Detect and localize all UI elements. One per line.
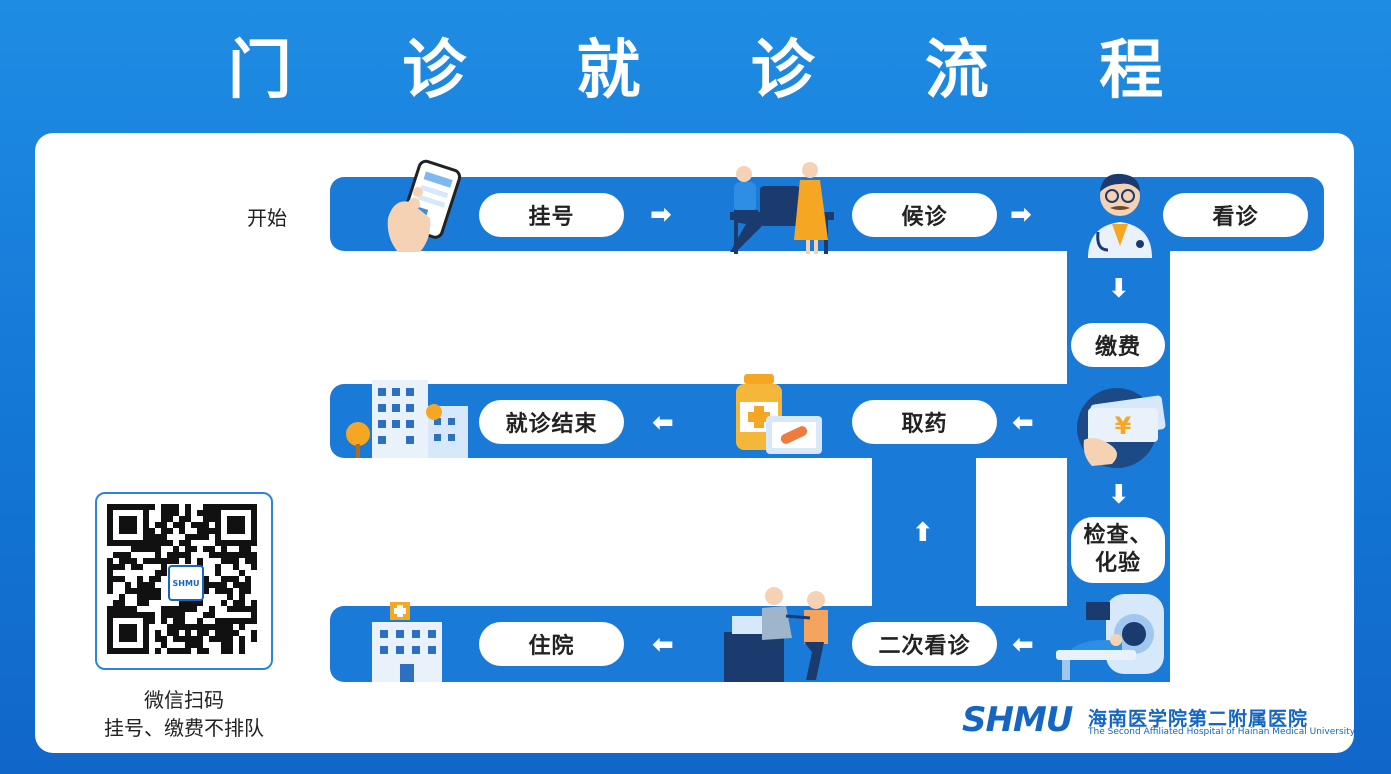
step-end[interactable]: 就诊结束 (479, 400, 624, 444)
arrow-up-icon: ⬆ (912, 518, 934, 548)
step-register[interactable]: 挂号 (479, 193, 624, 237)
medicine-icon (736, 374, 822, 454)
qr-caption-line1: 微信扫码 (144, 688, 224, 712)
hospital-logo-mark: SHMU (962, 700, 1073, 740)
hospital-name-cn: 海南医学院第二附属医院 (1088, 708, 1309, 730)
arrow-left-icon: ⬅ (1012, 630, 1034, 660)
step-exam[interactable]: 检查、 化验 (1071, 517, 1165, 583)
hospital-name-en: The Second Affiliated Hospital of Hainan… (1088, 727, 1356, 737)
arrow-down-icon: ⬇ (1108, 480, 1130, 510)
step-second-consult[interactable]: 二次看诊 (852, 622, 997, 666)
arrow-right-icon: ➡ (1010, 200, 1032, 230)
arrow-left-icon: ⬅ (652, 630, 674, 660)
hospital-building-icon (346, 380, 468, 458)
arrow-down-icon: ⬇ (1108, 274, 1130, 304)
step-pay[interactable]: 缴费 (1071, 323, 1165, 367)
svg-text:¥: ¥ (1115, 412, 1132, 440)
qr-badge-text: SHMU (172, 578, 200, 588)
step-exam-line2: 化验 (1094, 551, 1141, 576)
qr-code[interactable] (97, 494, 271, 668)
doctor-icon (1088, 173, 1152, 258)
qr-center-badge: SHMU (168, 565, 204, 601)
qr-code-box[interactable]: SHMU (95, 492, 273, 670)
lane-center-vertical (872, 456, 976, 608)
inpatient-building-icon (372, 602, 442, 682)
page-title: 门 诊 就 诊 流 程 (227, 34, 1208, 108)
start-label: 开始 (247, 206, 287, 230)
step-hospitalize[interactable]: 住院 (479, 622, 624, 666)
arrow-left-icon: ⬅ (652, 408, 674, 438)
second-consult-icon (724, 587, 828, 682)
arrow-right-icon: ➡ (650, 200, 672, 230)
step-exam-line1: 检查、 (1083, 523, 1153, 548)
arrow-left-icon: ⬅ (1012, 408, 1034, 438)
waiting-patients-icon (730, 162, 834, 254)
step-consult[interactable]: 看诊 (1163, 193, 1308, 237)
payment-card-icon: ¥ (1077, 388, 1166, 468)
mri-scanner-icon (1056, 594, 1164, 680)
step-get-medicine[interactable]: 取药 (852, 400, 997, 444)
step-wait[interactable]: 候诊 (852, 193, 997, 237)
phone-hand-icon (387, 159, 462, 252)
qr-caption-line2: 挂号、缴费不排队 (104, 716, 264, 740)
